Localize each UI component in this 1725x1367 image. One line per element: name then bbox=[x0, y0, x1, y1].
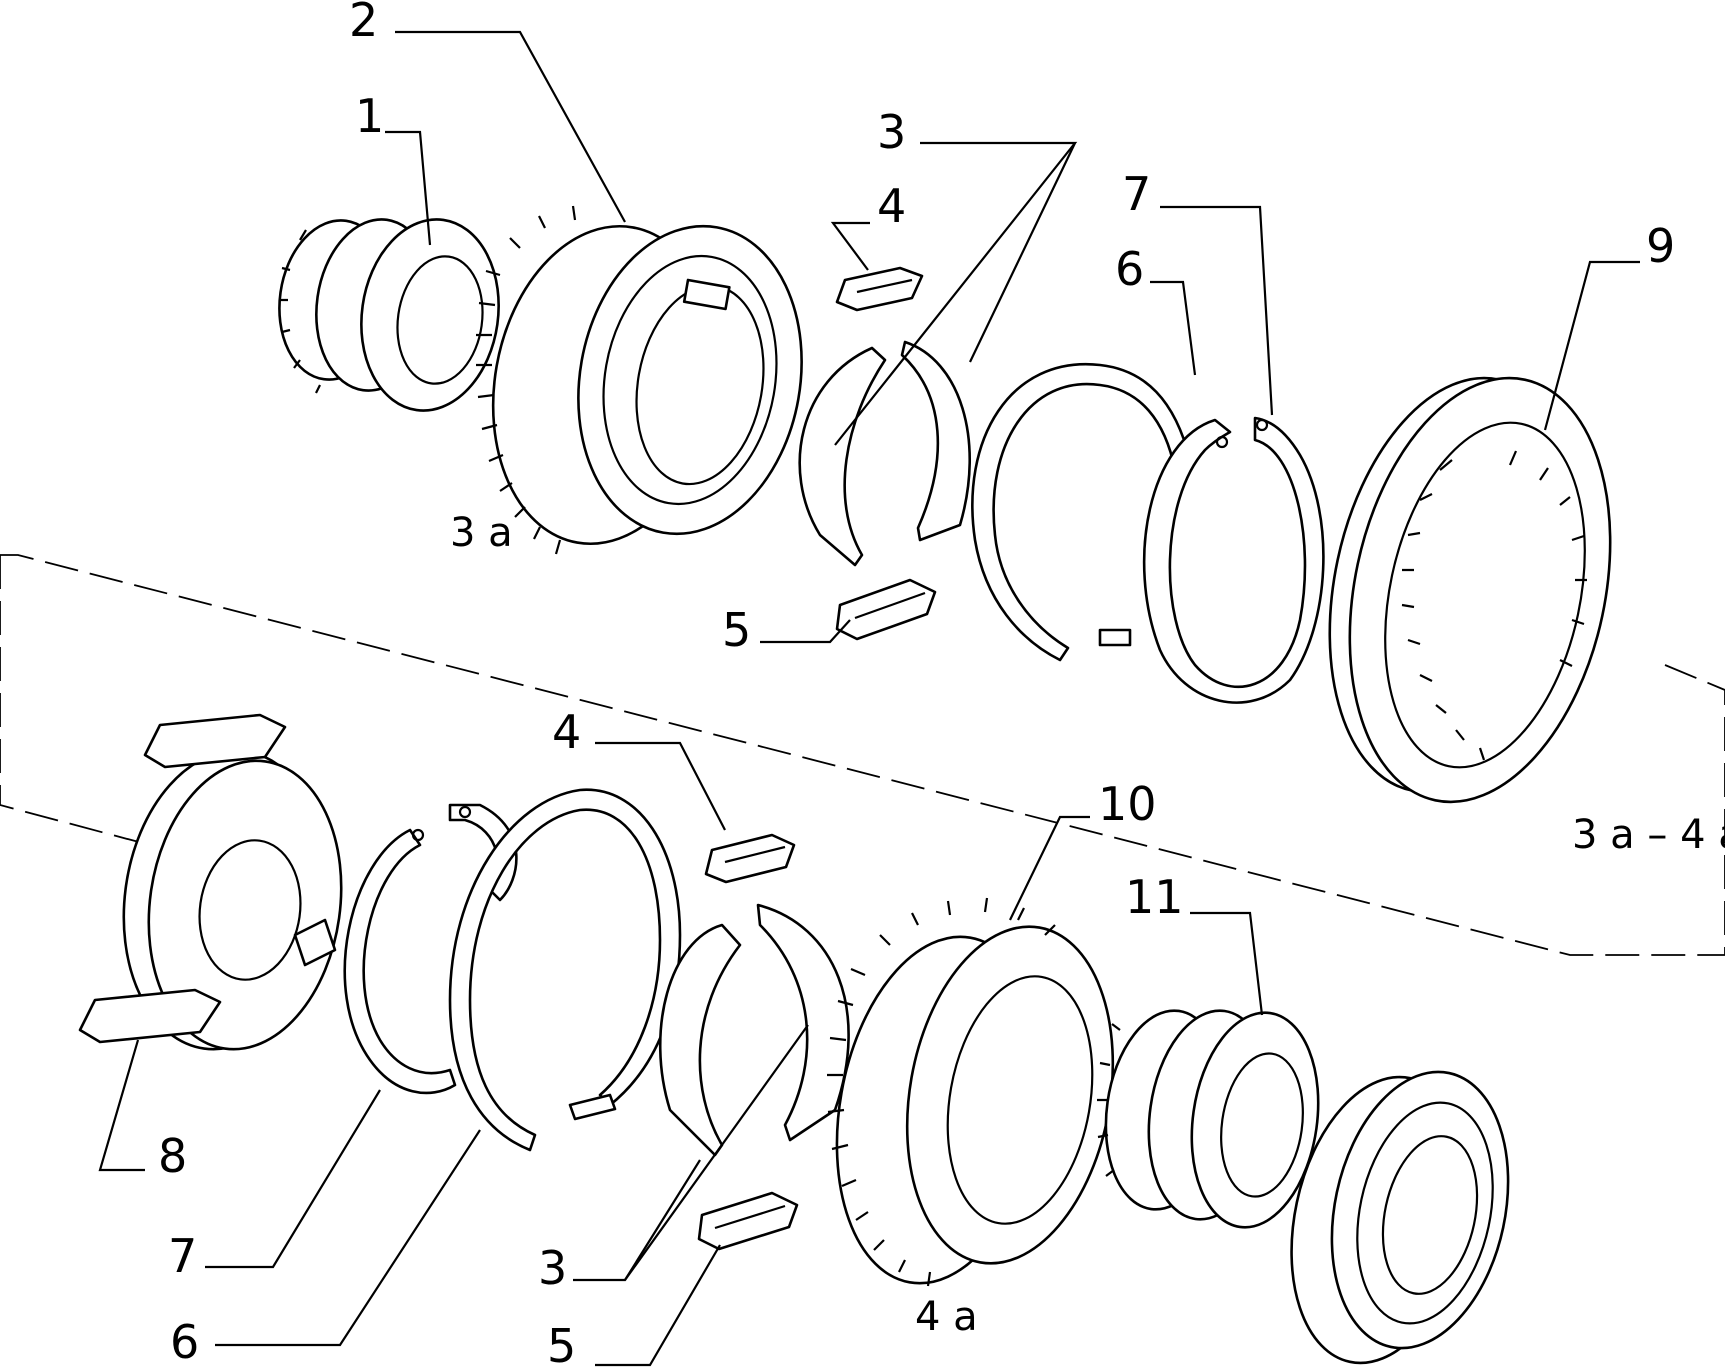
callout-6-bottom: 6 bbox=[170, 1315, 199, 1367]
group-label-4a: 4 a bbox=[915, 1294, 978, 1340]
part-4-top-synchro-block bbox=[835, 266, 924, 312]
callout-10: 10 bbox=[1098, 777, 1157, 831]
part-4-bottom-synchro-block bbox=[704, 833, 796, 884]
part-2-third-gear bbox=[476, 205, 803, 555]
part-7-bottom-circlip bbox=[343, 803, 518, 1095]
group-label-3a: 3 a bbox=[450, 510, 513, 556]
callout-9: 9 bbox=[1646, 219, 1675, 273]
callout-3-bottom: 3 bbox=[538, 1241, 567, 1295]
callout-7-bottom: 7 bbox=[168, 1229, 197, 1283]
callout-4-bottom: 4 bbox=[552, 705, 581, 759]
part-9-synchro-sleeve bbox=[1328, 376, 1612, 804]
callout-7-top: 7 bbox=[1122, 167, 1151, 221]
leader-lines bbox=[98, 30, 1640, 1367]
part-1-splined-bushing bbox=[278, 218, 500, 412]
callout-1: 1 bbox=[355, 89, 384, 143]
part-6-bottom-open-ring bbox=[448, 788, 682, 1152]
callout-11: 11 bbox=[1125, 870, 1184, 924]
part-3-top-synchro-ring-left bbox=[798, 346, 887, 567]
callout-5-top: 5 bbox=[722, 603, 751, 657]
group-label-3a-4a: 3 a – 4 a bbox=[1572, 812, 1725, 858]
separator-dashed-line bbox=[0, 554, 1725, 956]
callout-3-top: 3 bbox=[877, 105, 906, 159]
part-7-top-circlip bbox=[1142, 416, 1325, 704]
part-3-bottom-synchro-ring-right bbox=[756, 903, 850, 1142]
part-5-top-synchro-block bbox=[835, 578, 937, 641]
part-3-top-synchro-ring-right bbox=[900, 340, 971, 542]
part-10-fourth-gear bbox=[827, 897, 1115, 1287]
ball-bearing bbox=[1290, 1070, 1510, 1365]
callout-6-top: 6 bbox=[1115, 242, 1144, 296]
callout-8: 8 bbox=[158, 1129, 187, 1183]
callout-2: 2 bbox=[349, 0, 378, 47]
callout-5-bottom: 5 bbox=[547, 1319, 576, 1367]
callout-4-top: 4 bbox=[877, 179, 906, 233]
part-5-bottom-synchro-block bbox=[697, 1191, 799, 1251]
part-11-splined-bushing bbox=[1097, 1009, 1320, 1229]
part-8-synchro-hub bbox=[78, 713, 343, 1051]
